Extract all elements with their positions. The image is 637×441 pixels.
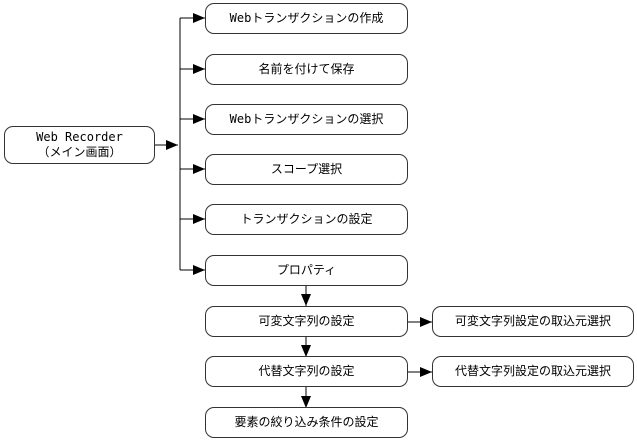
node-properties: プロパティ [205,255,408,286]
node-variable-string-settings-label: 可変文字列の設定 [258,314,355,328]
node-select-transaction: Webトランザクションの選択 [205,104,408,135]
node-variable-string-settings: 可変文字列の設定 [205,306,408,337]
node-create-transaction: Webトランザクションの作成 [205,3,408,34]
node-scope-select: スコープ選択 [205,154,408,185]
node-alternate-string-settings: 代替文字列の設定 [205,356,408,387]
node-alternate-string-source-label: 代替文字列設定の取込元選択 [454,364,611,378]
node-scope-select-label: スコープ選択 [270,162,343,176]
node-transaction-settings: トランザクションの設定 [205,204,408,235]
node-alternate-string-source: 代替文字列設定の取込元選択 [432,356,634,387]
node-web-recorder-line2: （メイン画面） [37,145,122,159]
node-variable-string-source-label: 可変文字列設定の取込元選択 [454,314,611,328]
node-web-recorder-line1: Web Recorder [36,130,123,144]
node-properties-label: プロパティ [276,263,337,277]
node-web-recorder-main: Web Recorder （メイン画面） [4,126,155,164]
node-variable-string-source: 可変文字列設定の取込元選択 [432,306,634,337]
node-element-filter-settings: 要素の絞り込み条件の設定 [205,407,408,438]
node-alternate-string-settings-label: 代替文字列の設定 [258,364,355,378]
node-element-filter-settings-label: 要素の絞り込み条件の設定 [234,415,379,429]
node-select-transaction-label: Webトランザクションの選択 [229,112,384,126]
node-save-as-label: 名前を付けて保存 [258,62,355,76]
node-save-as: 名前を付けて保存 [205,54,408,85]
node-create-transaction-label: Webトランザクションの作成 [229,11,384,25]
node-transaction-settings-label: トランザクションの設定 [240,212,373,226]
